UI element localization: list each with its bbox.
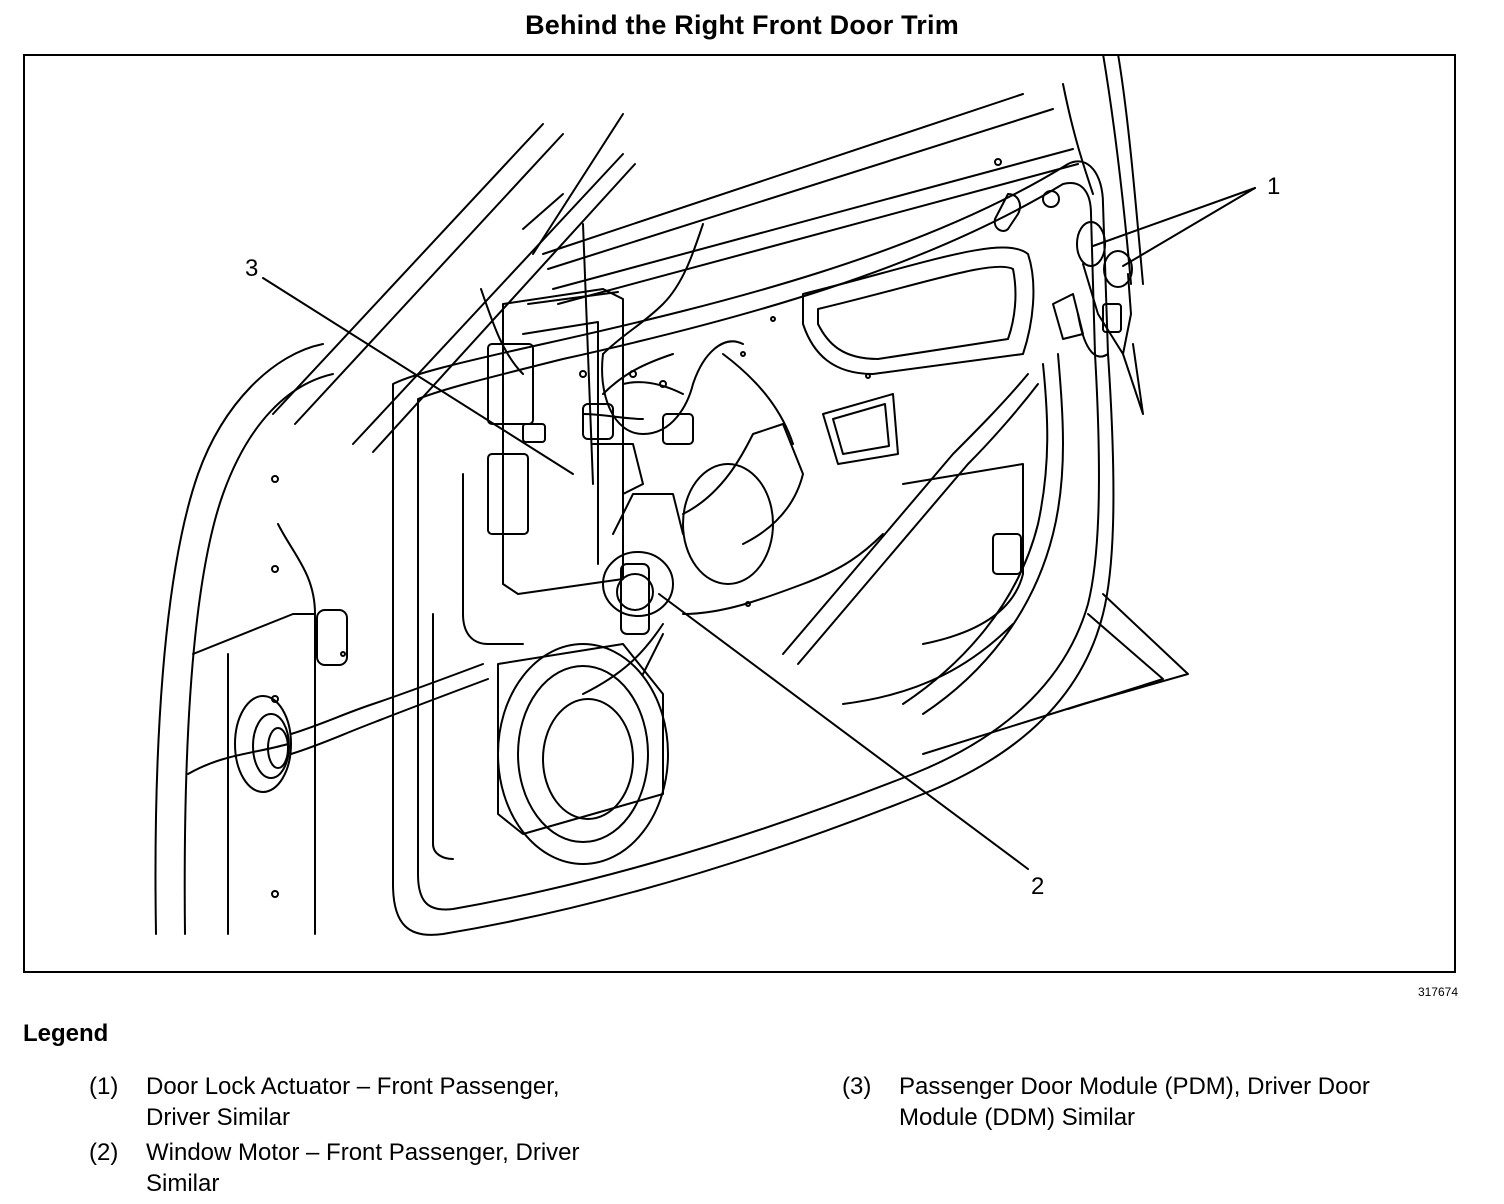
window-regulator [582, 353, 1064, 715]
legend-item-text: Door Lock Actuator – Front Passenger, Dr… [146, 1071, 560, 1133]
door-module [487, 223, 704, 595]
window-motor [602, 423, 804, 675]
diagram-title: Behind the Right Front Door Trim [525, 10, 959, 40]
legend-item-line: Similar [146, 1170, 220, 1197]
legend-item-number: (3) [842, 1073, 872, 1100]
door-inner-panel [392, 158, 1115, 936]
door-cutouts [432, 246, 1084, 860]
speaker [497, 643, 669, 865]
legend-item-text: Passenger Door Module (PDM), Driver Door… [899, 1071, 1370, 1133]
leader-lines [262, 187, 1256, 870]
legend-item-line: Window Motor – Front Passenger, Driver [146, 1139, 580, 1166]
door-lock-actuator [1076, 221, 1144, 415]
legend-heading: Legend [23, 1020, 109, 1047]
callout-1: 1 [1267, 173, 1280, 200]
door-sill [922, 593, 1189, 755]
legend-item-line: Module (DDM) Similar [899, 1104, 1136, 1131]
door-illustration: 1 2 3 [154, 54, 1280, 936]
legend-item-line: Passenger Door Module (PDM), Driver Door [899, 1073, 1370, 1100]
callout-2: 2 [1031, 873, 1044, 900]
legend-item-line: Door Lock Actuator – Front Passenger, [146, 1073, 560, 1100]
body-pillar [154, 343, 348, 935]
legend-item-number: (2) [89, 1139, 119, 1166]
wiring-grommet [234, 663, 489, 793]
callout-3: 3 [245, 255, 258, 282]
legend-item-number: (1) [89, 1073, 119, 1100]
legend-item-line: Driver Similar [146, 1104, 290, 1131]
diagram-frame [23, 54, 1456, 973]
figure-number: 317674 [1417, 985, 1458, 999]
wiring-harness [522, 316, 871, 607]
legend-item-text: Window Motor – Front Passenger, Driver S… [146, 1137, 580, 1199]
